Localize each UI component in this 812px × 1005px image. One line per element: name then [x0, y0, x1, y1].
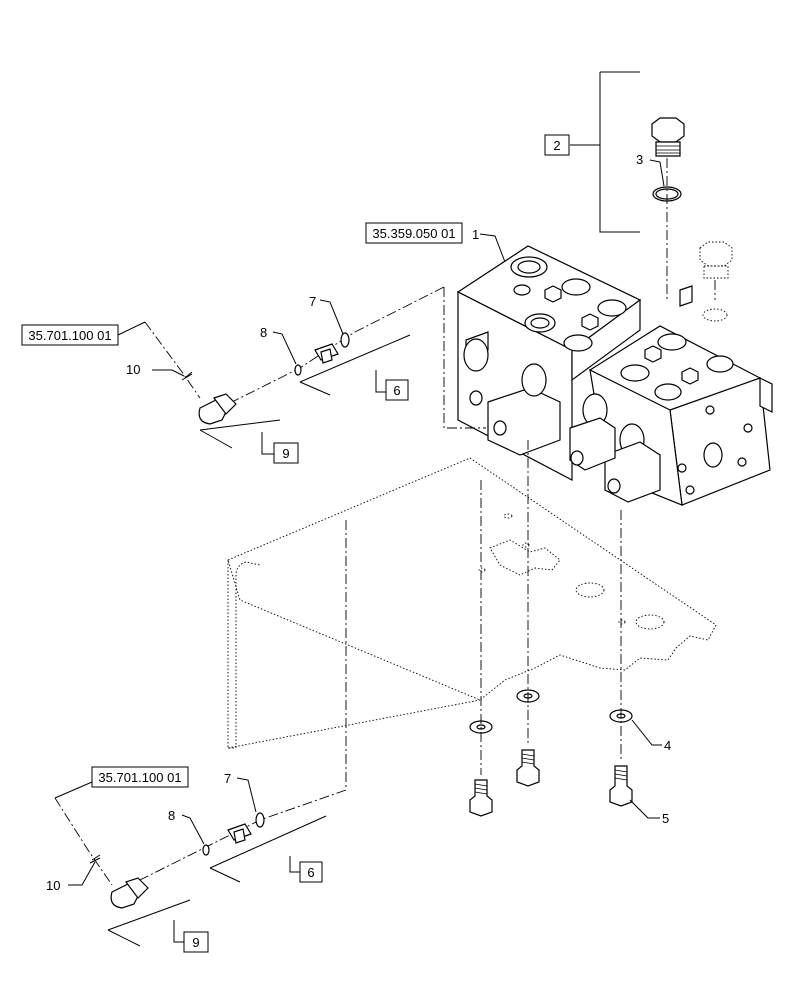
- bracket-9-upper: [199, 419, 281, 449]
- washers-4: [469, 689, 633, 734]
- callout-6-upper: 6: [393, 383, 400, 398]
- plug-2: [651, 117, 685, 157]
- callout-1: 1: [472, 227, 479, 242]
- ref-box-valve: [365, 222, 463, 244]
- callout-box-6-upper: [385, 379, 409, 401]
- centerline-upper-elbow: [144, 321, 201, 399]
- leader-4: [631, 719, 662, 746]
- callout-8-upper: 8: [260, 325, 267, 340]
- callout-box-6-lower: [299, 861, 323, 883]
- bracket-6-lower: [209, 815, 327, 883]
- callout-8-lower: 8: [168, 808, 175, 823]
- leader-5: [629, 799, 660, 819]
- callout-10-upper: 10: [126, 362, 140, 377]
- snap-ring-10-lower: [89, 854, 101, 864]
- callout-10-lower: 10: [46, 878, 60, 893]
- adapter-6-lower: [227, 823, 252, 844]
- leader-10-upper: [152, 369, 185, 377]
- callout-7-upper: 7: [309, 294, 316, 309]
- valve-block-assembly: [456, 245, 773, 506]
- callout-2: 2: [553, 138, 560, 153]
- group-bracket-2: [599, 71, 640, 233]
- centerline-upper-box: [443, 287, 486, 429]
- ref-fitting-upper: 35.701.100 01: [28, 328, 111, 343]
- o-ring-7-lower: [255, 812, 265, 828]
- bracket-6-upper: [299, 334, 411, 396]
- callout-box-2: [544, 134, 570, 156]
- callout-7-lower: 7: [224, 771, 231, 786]
- callout-4: 4: [664, 738, 671, 753]
- callout-6-lower: 6: [307, 865, 314, 880]
- snap-ring-10-upper: [181, 371, 193, 381]
- bolts-5: [469, 749, 633, 817]
- leader-10-lower: [68, 861, 96, 886]
- ref-fitting-lower: 35.701.100 01: [98, 770, 181, 785]
- leader-8-lower: [181, 814, 205, 845]
- callout-box-9-upper: [273, 442, 299, 464]
- plug-2-secondary: [699, 241, 733, 322]
- adapter-6-upper: [314, 343, 339, 364]
- mounting-plate: [227, 457, 717, 749]
- leader-7-lower: [236, 777, 257, 813]
- leader-8-upper: [272, 331, 297, 365]
- ref-box-fitting-lower: [91, 766, 189, 788]
- elbow-9-lower: [110, 877, 149, 909]
- callout-9-upper: 9: [282, 446, 289, 461]
- callout-9-lower: 9: [192, 935, 199, 950]
- ref-valve: 35.359.050 01: [372, 226, 455, 241]
- callout-5: 5: [662, 811, 669, 826]
- centerline-lower-elbow: [54, 797, 113, 886]
- leader-3: [649, 159, 665, 187]
- leader-1: [479, 233, 506, 263]
- elbow-9-upper: [198, 393, 237, 425]
- callout-box-9-lower: [183, 931, 209, 953]
- bracket-9-lower: [107, 899, 191, 947]
- o-ring-7-upper: [340, 332, 350, 348]
- o-ring-8-lower: [202, 844, 210, 856]
- o-ring-8-upper: [294, 364, 302, 376]
- leader-7-upper: [319, 299, 344, 335]
- callout-3: 3: [636, 152, 643, 167]
